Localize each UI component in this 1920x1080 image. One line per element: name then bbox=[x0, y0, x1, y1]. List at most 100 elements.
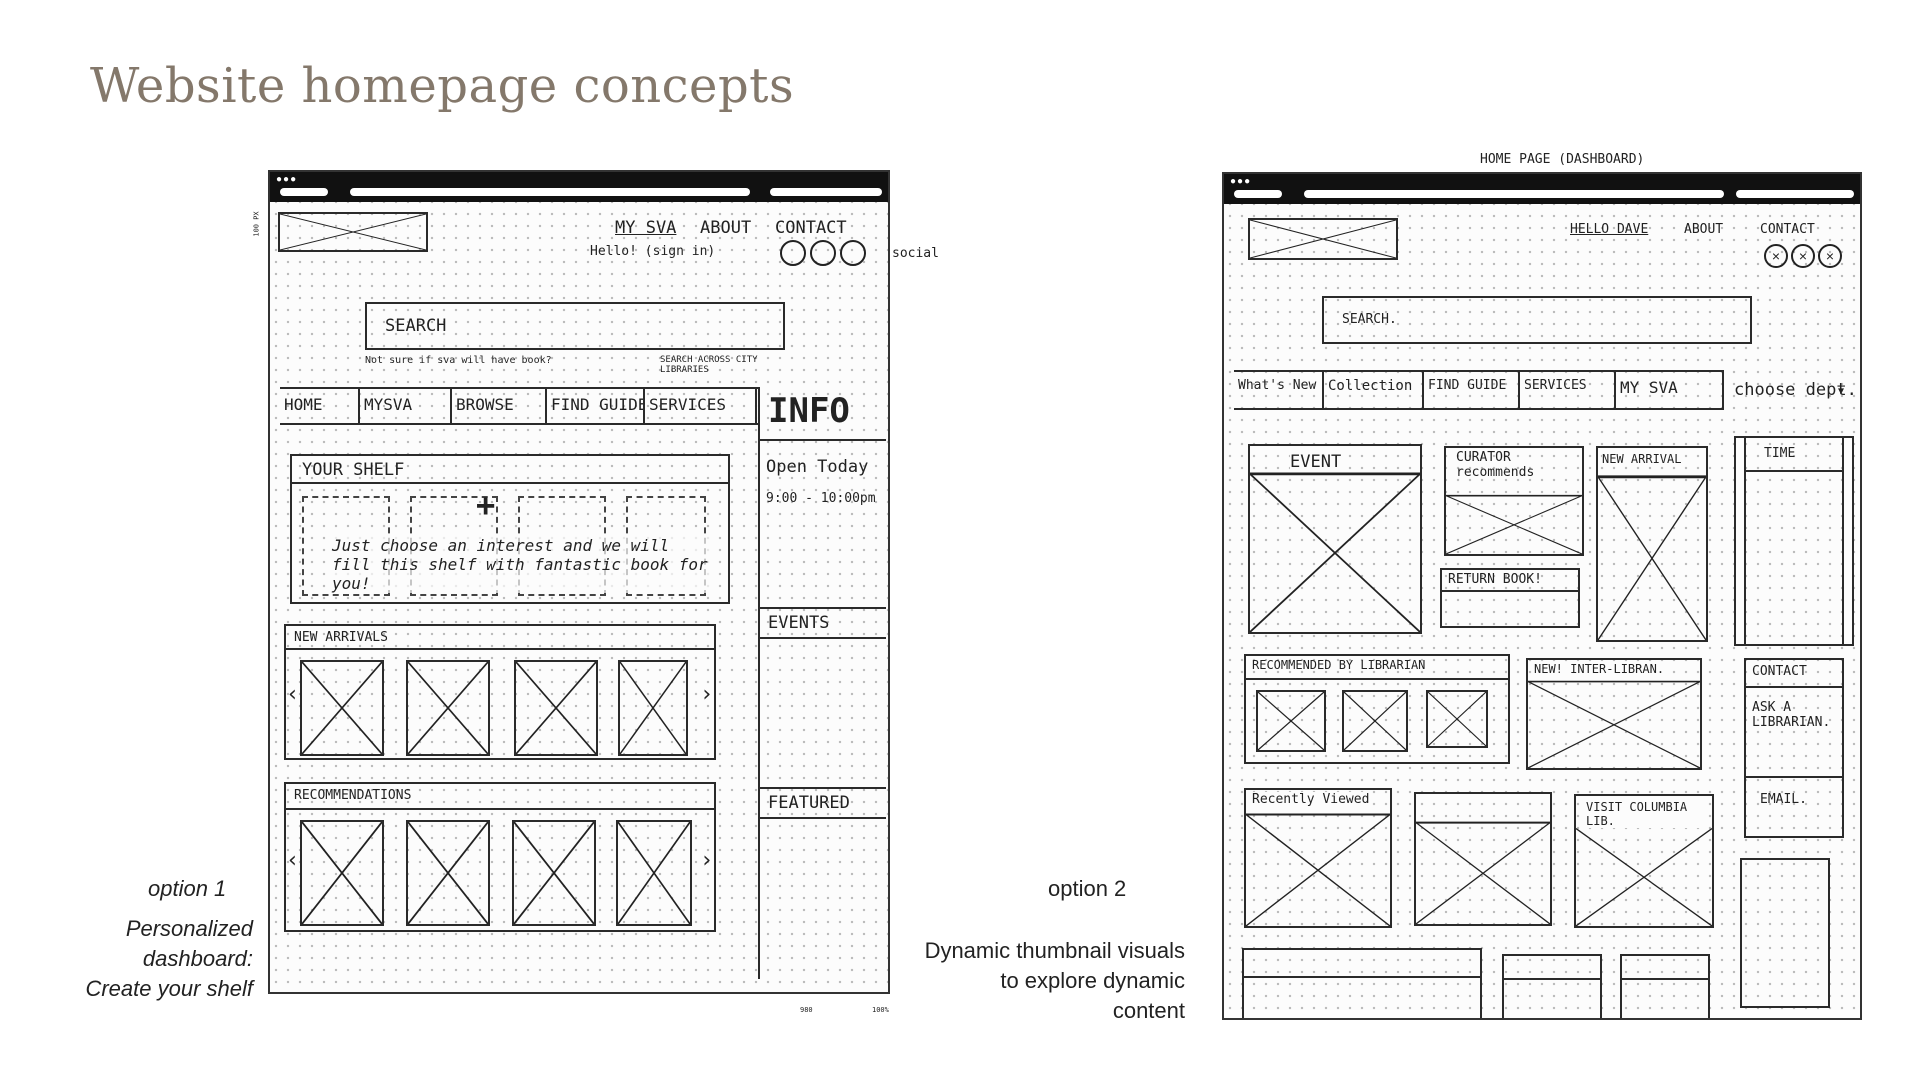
bottom-panel bbox=[1620, 954, 1710, 1018]
option1-desc-line3: Create your shelf bbox=[85, 976, 253, 1001]
inter-library-panel: NEW! INTER-LIBRAN. bbox=[1526, 658, 1702, 770]
option2-label: option 2 bbox=[1048, 876, 1127, 901]
book-thumbnail bbox=[616, 820, 692, 926]
nav-home: HOME bbox=[280, 389, 360, 423]
arrow-left-icon: ‹ bbox=[286, 682, 300, 707]
search-label: SEARCH bbox=[385, 316, 447, 336]
shelf-message: Just choose an interest and we will fill… bbox=[332, 536, 712, 593]
book-thumbnail bbox=[406, 820, 490, 926]
hello-dave: HELLO DAVE bbox=[1570, 222, 1649, 237]
book-thumbnail bbox=[1256, 690, 1326, 752]
book-thumbnail bbox=[1426, 690, 1488, 748]
visit-columbia-panel: VISIT COLUMBIA LIB. bbox=[1574, 794, 1714, 928]
search-box: SEARCH. bbox=[1322, 296, 1752, 344]
nav-services: SERVICES bbox=[645, 389, 757, 423]
option1-label: option 1 bbox=[148, 876, 227, 901]
search-box: SEARCH bbox=[365, 302, 785, 350]
inter-library-title: NEW! INTER-LIBRAN. bbox=[1534, 662, 1665, 676]
nav-whats-new: What's New bbox=[1234, 372, 1324, 408]
curator-panel: CURATOR recommends bbox=[1444, 446, 1584, 556]
ruler-bottom-100: 100% bbox=[872, 1006, 889, 1014]
search-label: SEARCH. bbox=[1342, 312, 1397, 327]
info-column: INFO Open Today 9:00 - 10:00pm EVENTS FE… bbox=[758, 387, 886, 979]
open-hours: 9:00 - 10:00pm bbox=[766, 491, 876, 506]
events-heading: EVENTS bbox=[768, 613, 830, 633]
my-sva-link: MY SVA bbox=[615, 218, 677, 238]
option2-wireframe: ●●● HELLO DAVE ABOUT CONTACT ××× SEARCH.… bbox=[1222, 172, 1862, 1020]
social-circle-icon bbox=[840, 240, 866, 266]
book-thumbnail bbox=[512, 820, 596, 926]
time-title: TIME bbox=[1764, 446, 1796, 461]
option1-wireframe: ●●● MY SVA ABOUT CONTACT Hello! (sign in… bbox=[268, 170, 939, 994]
social-circle-icon bbox=[780, 240, 806, 266]
social-x-icon: × bbox=[1818, 244, 1842, 268]
your-shelf-title: YOUR SHELF bbox=[302, 460, 405, 480]
side-panel bbox=[1740, 858, 1830, 1008]
bottom-panel bbox=[1242, 948, 1482, 1018]
main-nav: What's New Collection FIND GUIDE SERVICE… bbox=[1234, 370, 1724, 410]
new-arrival-panel: NEW ARRIVAL bbox=[1596, 446, 1708, 642]
social-icons: ××× bbox=[1764, 244, 1845, 268]
search-across-note: SEARCH ACROSS CITY LIBRARIES bbox=[660, 355, 758, 375]
logo-placeholder bbox=[278, 212, 428, 252]
book-thumbnail bbox=[300, 660, 384, 756]
window-dots-icon: ●●● bbox=[276, 174, 298, 185]
search-note: Not sure if sva will have book? bbox=[365, 355, 552, 366]
return-book-button: RETURN BOOK! bbox=[1440, 568, 1580, 628]
ruler-left-label: 100 PX bbox=[252, 211, 261, 237]
new-arrivals-title: NEW ARRIVALS bbox=[294, 630, 388, 645]
event-title: EVENT bbox=[1290, 452, 1342, 472]
book-thumbnail bbox=[300, 820, 384, 926]
arrow-left-icon: ‹ bbox=[286, 848, 300, 873]
recommendations-panel: RECOMMENDATIONS ‹ › bbox=[284, 782, 716, 932]
visit-columbia-title: VISIT COLUMBIA LIB. bbox=[1586, 800, 1706, 828]
nav-find-guide: FIND GUIDE bbox=[547, 389, 645, 423]
social-icons bbox=[780, 240, 870, 271]
info-heading: INFO bbox=[768, 391, 850, 431]
option1-desc-line2: dashboard: bbox=[142, 946, 253, 971]
arrow-right-icon: › bbox=[700, 682, 714, 707]
contact-title: CONTACT bbox=[1752, 664, 1807, 679]
book-thumbnail bbox=[618, 660, 688, 756]
bottom-panel bbox=[1502, 954, 1602, 1018]
recently-viewed-title: Recently Viewed bbox=[1252, 792, 1370, 807]
new-arrival-title: NEW ARRIVAL bbox=[1602, 452, 1682, 466]
social-circle-icon bbox=[810, 240, 836, 266]
option2-top-note: HOME PAGE (DASHBOARD) bbox=[1480, 152, 1645, 167]
nav-my-sva: MY SVA bbox=[1616, 372, 1724, 408]
featured-heading: FEATURED bbox=[768, 793, 850, 813]
contact-link: CONTACT bbox=[1760, 222, 1815, 237]
book-thumbnail bbox=[406, 660, 490, 756]
option1-desc-line1: Personalized bbox=[125, 916, 253, 941]
event-panel: EVENT bbox=[1248, 444, 1422, 634]
contact-panel: CONTACT ASK A LIBRARIAN. EMAIL. bbox=[1744, 658, 1844, 838]
ask-librarian: ASK A LIBRARIAN. bbox=[1752, 700, 1831, 730]
hello-signin: Hello! (sign in) bbox=[590, 244, 716, 259]
nav-collection: Collection bbox=[1324, 372, 1424, 408]
contact-link: CONTACT bbox=[775, 218, 847, 238]
browser-chrome: ●●● bbox=[270, 172, 888, 202]
ruler-bottom-980: 980 bbox=[800, 1006, 813, 1014]
nav-browse: BROWSE bbox=[452, 389, 547, 423]
new-arrivals-panel: NEW ARRIVALS ‹ › bbox=[284, 624, 716, 760]
recently-viewed-panel: Recently Viewed bbox=[1244, 788, 1392, 928]
time-panel: TIME bbox=[1734, 436, 1854, 646]
option2-desc-line2: to explore dynamic bbox=[1000, 968, 1185, 993]
return-book-label: RETURN BOOK! bbox=[1448, 572, 1542, 587]
thumbnail-panel bbox=[1414, 792, 1552, 926]
book-thumbnail bbox=[514, 660, 598, 756]
option2-desc-line3: content bbox=[1112, 998, 1185, 1023]
page-title: Website homepage concepts bbox=[90, 58, 795, 114]
recommended-panel: RECOMMENDED BY LIBRARIAN bbox=[1244, 654, 1510, 764]
choose-dept-dropdown: choose dept. bbox=[1734, 380, 1857, 400]
curator-title: CURATOR recommends bbox=[1456, 450, 1535, 480]
nav-mysva: MYSVA bbox=[360, 389, 452, 423]
nav-services: SERVICES bbox=[1520, 372, 1616, 408]
open-today: Open Today bbox=[766, 457, 869, 477]
social-x-icon: × bbox=[1791, 244, 1815, 268]
chevron-down-icon: ▼ bbox=[1838, 386, 1845, 397]
recommendations-title: RECOMMENDATIONS bbox=[294, 788, 412, 803]
logo-placeholder bbox=[1248, 218, 1398, 260]
option2-desc-line1: Dynamic thumbnail visuals bbox=[924, 938, 1185, 963]
book-thumbnail bbox=[1342, 690, 1408, 752]
